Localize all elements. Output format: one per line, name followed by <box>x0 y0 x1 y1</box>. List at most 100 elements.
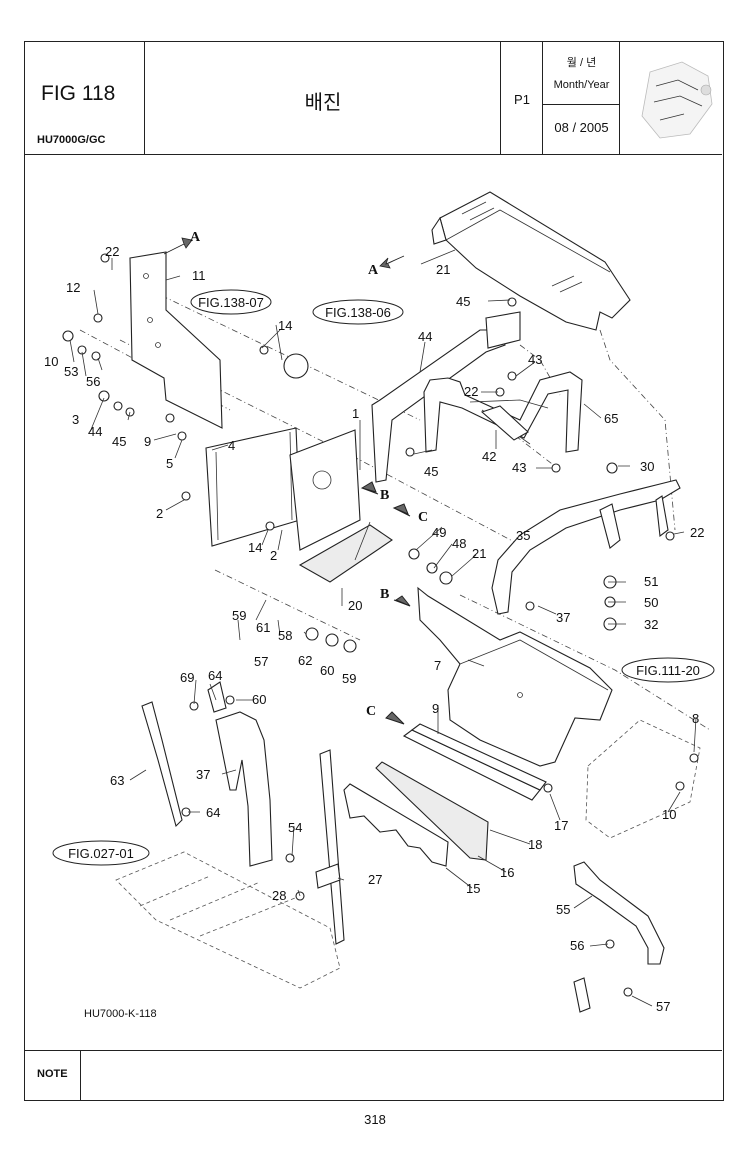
figure-reference: FIG.138-07 <box>198 295 264 310</box>
part-number: 18 <box>528 837 542 852</box>
part-number: 53 <box>64 364 78 379</box>
part-frame-34 <box>491 479 681 615</box>
part-number: 11 <box>192 268 206 283</box>
part-number: 59 <box>232 608 246 623</box>
drawing-code: HU7000-K-118 <box>84 1008 157 1020</box>
part-number: 37 <box>196 767 210 782</box>
part-number: 2 <box>156 506 163 521</box>
part-number: 57 <box>656 999 670 1014</box>
part-number: 49 <box>432 525 446 540</box>
part-cover-7 <box>417 586 613 767</box>
part-bracket-15 <box>343 783 449 867</box>
part-number: 69 <box>180 670 194 685</box>
part-number: 62 <box>298 653 312 668</box>
part-number: 21 <box>436 262 450 277</box>
part-number: 45 <box>112 434 126 449</box>
part-number: 28 <box>272 888 286 903</box>
part-number: 2 <box>270 548 277 563</box>
part-number: 65 <box>604 411 618 426</box>
sheet-title: 배진 <box>304 92 342 114</box>
phantom-base-frame <box>115 719 701 989</box>
part-number: 55 <box>556 902 570 917</box>
part-number: 48 <box>452 536 466 551</box>
part-number: 1 <box>352 406 359 421</box>
part-plate-4 <box>205 427 301 547</box>
part-number: 44 <box>88 424 102 439</box>
part-number: 43 <box>528 352 542 367</box>
part-number: 20 <box>348 598 362 613</box>
part-number: 43 <box>512 460 526 475</box>
part-number: 5 <box>166 456 173 471</box>
thumbnail-cell <box>620 42 722 154</box>
part-number: 51 <box>644 574 658 589</box>
note-label-cell: NOTE <box>25 1051 81 1100</box>
page-cell: P1 <box>501 42 543 154</box>
part-number: 64 <box>206 805 220 820</box>
part-number-labels: 22 12 11 14 10 53 56 3 44 45 9 5 4 1 2 1… <box>44 244 704 1014</box>
section-marker-labels: A A B B C C <box>190 230 428 719</box>
figure-references: FIG.138-07 FIG.138-06 FIG.111-20 FIG.027… <box>52 289 715 866</box>
title-cell: 배진 <box>145 42 501 154</box>
part-number: 8 <box>692 711 699 726</box>
part-cover-21 <box>431 191 631 331</box>
sheet-frame: FIG 118 HU7000G/GC 배진 P1 월 / 년 Month/Yea… <box>24 41 724 1101</box>
section-marker: C <box>366 704 376 719</box>
part-number: 44 <box>418 329 432 344</box>
fig-cell: FIG 118 HU7000G/GC <box>25 42 145 154</box>
date-divider <box>543 104 620 105</box>
part-plate-11 <box>129 251 223 429</box>
title-block: FIG 118 HU7000G/GC 배진 P1 월 / 년 Month/Yea… <box>25 42 722 155</box>
part-number: 17 <box>554 818 568 833</box>
part-number: 50 <box>644 595 658 610</box>
part-number: 58 <box>278 628 292 643</box>
part-frame-38 <box>371 311 521 483</box>
part-number: 63 <box>110 773 124 788</box>
part-number: 60 <box>320 663 334 678</box>
part-number: 59 <box>342 671 356 686</box>
part-number: 7 <box>434 658 441 673</box>
part-plate-16 <box>375 761 489 861</box>
part-number: 56 <box>86 374 100 389</box>
part-number: 14 <box>248 540 262 555</box>
part-number: 42 <box>482 449 496 464</box>
part-number: 22 <box>105 244 119 259</box>
part-number: 60 <box>252 692 266 707</box>
part-number: 61 <box>256 620 270 635</box>
part-plate-1 <box>289 429 361 551</box>
part-number: 9 <box>144 434 151 449</box>
part-number: 16 <box>500 865 514 880</box>
part-cover-19 <box>298 524 393 583</box>
part-number: 10 <box>44 354 58 369</box>
section-marker: B <box>380 587 389 602</box>
model-code: HU7000G/GC <box>37 134 106 146</box>
figure-reference: FIG.138-06 <box>325 305 391 320</box>
part-strip-9 <box>402 723 547 801</box>
part-number: 27 <box>368 872 382 887</box>
reference-ellipse <box>621 657 715 683</box>
part-number: 14 <box>278 318 292 333</box>
part-number: 30 <box>640 459 654 474</box>
page-number: 318 <box>364 1112 386 1127</box>
part-number: 37 <box>556 610 570 625</box>
reference-ellipse <box>312 299 404 325</box>
fig-number: FIG 118 <box>41 82 116 105</box>
part-bracket-36 <box>480 405 529 441</box>
leader-lines <box>69 249 697 1007</box>
section-marker: A <box>190 230 201 245</box>
date-cell: 월 / 년 Month/Year 08 / 2005 <box>543 42 620 154</box>
part-number: 22 <box>464 384 478 399</box>
part-number: 12 <box>66 280 80 295</box>
section-arrows <box>163 237 411 725</box>
part-bracket-32 <box>207 681 273 867</box>
part-number: 3 <box>72 412 79 427</box>
reference-ellipse <box>190 289 272 315</box>
part-number: 22 <box>690 525 704 540</box>
month-year-en: Month/Year <box>553 79 610 91</box>
part-number: 45 <box>456 294 470 309</box>
month-year-kr: 월 / 년 <box>566 57 597 69</box>
note-row: NOTE <box>25 1050 722 1100</box>
part-number: 21 <box>472 546 486 561</box>
part-number: 32 <box>644 617 658 632</box>
part-frame-27 <box>315 749 345 945</box>
